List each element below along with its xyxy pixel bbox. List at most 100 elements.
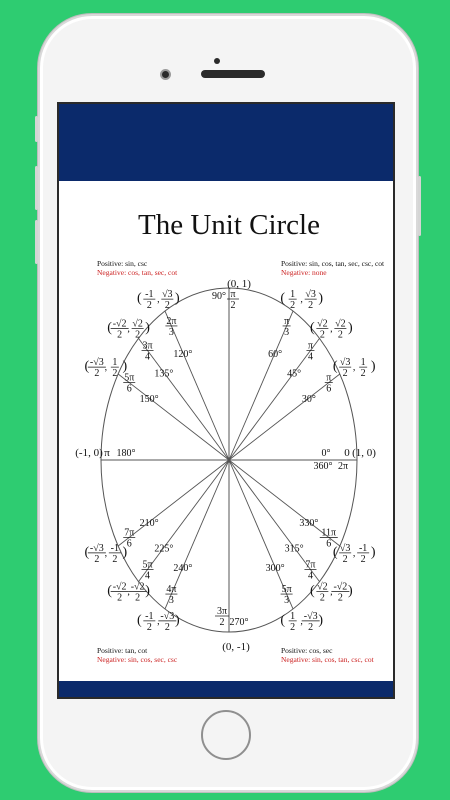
angle-225-coord-y-den: 2 xyxy=(135,592,140,603)
angle-315-rad-num: 7π xyxy=(305,559,315,570)
angle-330-coord-x-den: 2 xyxy=(343,554,348,565)
angle-60-rad-den: 3 xyxy=(284,327,289,338)
angle-135-rad-num: 3π xyxy=(143,341,153,352)
phone-frame xyxy=(35,14,421,792)
angle-30-coord-y-num: 1 xyxy=(361,357,366,368)
angle-315-ray xyxy=(228,459,320,582)
angle-150-rad-num: 5π xyxy=(124,373,134,384)
angle-210-coord-close-paren: ) xyxy=(123,545,128,560)
angle-120-coord-y-den: 2 xyxy=(165,300,170,311)
angle-135-coord-open-paren: ( xyxy=(107,321,112,336)
home-button[interactable] xyxy=(201,710,251,760)
angle-330-ray xyxy=(228,459,341,547)
angle-60-coord-comma: , xyxy=(300,294,303,305)
angle-180-deg-label: 180° xyxy=(117,448,136,459)
angle-90-deg-label: 90° xyxy=(212,291,226,302)
proximity-sensor xyxy=(214,58,220,64)
angle-120-coord-close-paren: ) xyxy=(175,291,180,306)
angle-330-rad-num: 11π xyxy=(321,527,336,538)
volume-up-button xyxy=(35,166,38,210)
angle-60-deg-label: 60° xyxy=(268,349,282,360)
angle-225-rad-num: 5π xyxy=(143,559,153,570)
angle-225-coord-comma: , xyxy=(127,586,130,597)
angle-30-rad-num: π xyxy=(326,373,331,384)
point-left-label: (-1, 0) xyxy=(75,447,103,459)
angle-270-rad-num: 3π xyxy=(217,606,227,617)
angle-45-coord-open-paren: ( xyxy=(310,321,315,336)
angle-210-rad-num: 7π xyxy=(124,527,134,538)
angle-300-rad-den: 3 xyxy=(284,595,289,606)
angle-240-coord-x-den: 2 xyxy=(147,622,152,633)
angle-330-deg-label: 330° xyxy=(299,518,318,529)
angle-315-coord-close-paren: ) xyxy=(348,583,353,598)
angle-135-rad-den: 4 xyxy=(145,352,150,363)
angle-300-coord-close-paren: ) xyxy=(318,613,323,628)
angle-90-rad-den: 2 xyxy=(231,300,236,311)
angle-150-coord-x-den: 2 xyxy=(94,368,99,379)
angle-45-coord-y-num: √2 xyxy=(335,319,346,330)
angle-120-ray xyxy=(164,310,230,461)
volume-down-button xyxy=(35,220,38,264)
angle-30-coord-x-num: √3 xyxy=(340,357,351,368)
angle-30-deg-label: 30° xyxy=(302,394,316,405)
angle-240-coord-x-num: -1 xyxy=(145,611,153,622)
angle-210-coord-x-den: 2 xyxy=(94,554,99,565)
angle-330-coord-comma: , xyxy=(353,548,356,559)
angle-150-coord-close-paren: ) xyxy=(123,359,128,374)
angle-120-coord-x-num: -1 xyxy=(145,289,153,300)
angle-330-rad-den: 6 xyxy=(326,538,331,549)
angle-330-coord-y-den: 2 xyxy=(361,554,366,565)
angle-120-coord-x-den: 2 xyxy=(147,300,152,311)
angle-315-coord-x-den: 2 xyxy=(320,592,325,603)
angle-135-coord-y-num: √2 xyxy=(132,319,143,330)
point-right-label: (1, 0) xyxy=(352,447,376,459)
q2-positive-note: Positive: sin, csc xyxy=(97,259,148,268)
angle-330-coord-open-paren: ( xyxy=(333,545,338,560)
angle-315-rad-den: 4 xyxy=(308,570,313,581)
angle-150-deg-label: 150° xyxy=(140,394,159,405)
angle-300-coord-y-num: -√3 xyxy=(304,611,318,622)
angle-135-coord-x-den: 2 xyxy=(117,330,122,341)
angle-150-ray xyxy=(117,373,230,461)
unit-circle-diagram: The Unit Circle Positive: sin, csc Negat… xyxy=(75,209,385,664)
angle-210-coord-y-num: -1 xyxy=(111,543,119,554)
angle-60-rad-num: π xyxy=(284,316,289,327)
angle-135-coord-close-paren: ) xyxy=(145,321,150,336)
q4-positive-note: Positive: cos, sec xyxy=(281,646,333,655)
phone-screen xyxy=(57,102,395,699)
angle-300-coord-y-den: 2 xyxy=(308,622,313,633)
angle-225-coord-y-num: -√2 xyxy=(131,581,145,592)
angle-45-deg-label: 45° xyxy=(287,368,301,379)
angle-300-ray xyxy=(228,459,294,610)
angle-240-rad-num: 4π xyxy=(166,584,176,595)
angle-60-coord-close-paren: ) xyxy=(318,291,323,306)
angle-315-coord-y-num: -√2 xyxy=(333,581,347,592)
angle-300-coord-x-den: 2 xyxy=(290,622,295,633)
angle-30-coord-x-den: 2 xyxy=(343,368,348,379)
angle-240-coord-open-paren: ( xyxy=(137,613,142,628)
angle-300-deg-label: 300° xyxy=(266,563,285,574)
q1-negative-note: Negative: none xyxy=(281,268,327,277)
front-camera-icon xyxy=(160,69,171,80)
page-title: The Unit Circle xyxy=(138,209,320,241)
angle-330-coord-y-num: -1 xyxy=(359,543,367,554)
angle-210-coord-y-den: 2 xyxy=(112,554,117,565)
angle-225-rad-den: 4 xyxy=(145,570,150,581)
angle-150-coord-y-den: 2 xyxy=(112,368,117,379)
angle-120-coord-comma: , xyxy=(157,294,160,305)
mute-switch xyxy=(35,116,38,142)
angle-30-coord-comma: , xyxy=(353,362,356,373)
angle-60-coord-y-num: √3 xyxy=(305,289,316,300)
angle-150-coord-y-num: 1 xyxy=(112,357,117,368)
angle-135-coord-y-den: 2 xyxy=(135,330,140,341)
angle-120-rad-den: 3 xyxy=(169,327,174,338)
angle-45-coord-comma: , xyxy=(330,324,333,335)
angle-30-ray xyxy=(228,373,341,461)
angle-2pi-rad-label: 2π xyxy=(338,461,348,472)
angle-135-deg-label: 135° xyxy=(154,368,173,379)
angle-315-coord-y-den: 2 xyxy=(338,592,343,603)
angle-135-coord-comma: , xyxy=(127,324,130,335)
angle-45-ray xyxy=(228,338,320,461)
angle-45-coord-close-paren: ) xyxy=(348,321,353,336)
q4-negative-note: Negative: sin, cos, tan, csc, cot xyxy=(281,655,375,664)
